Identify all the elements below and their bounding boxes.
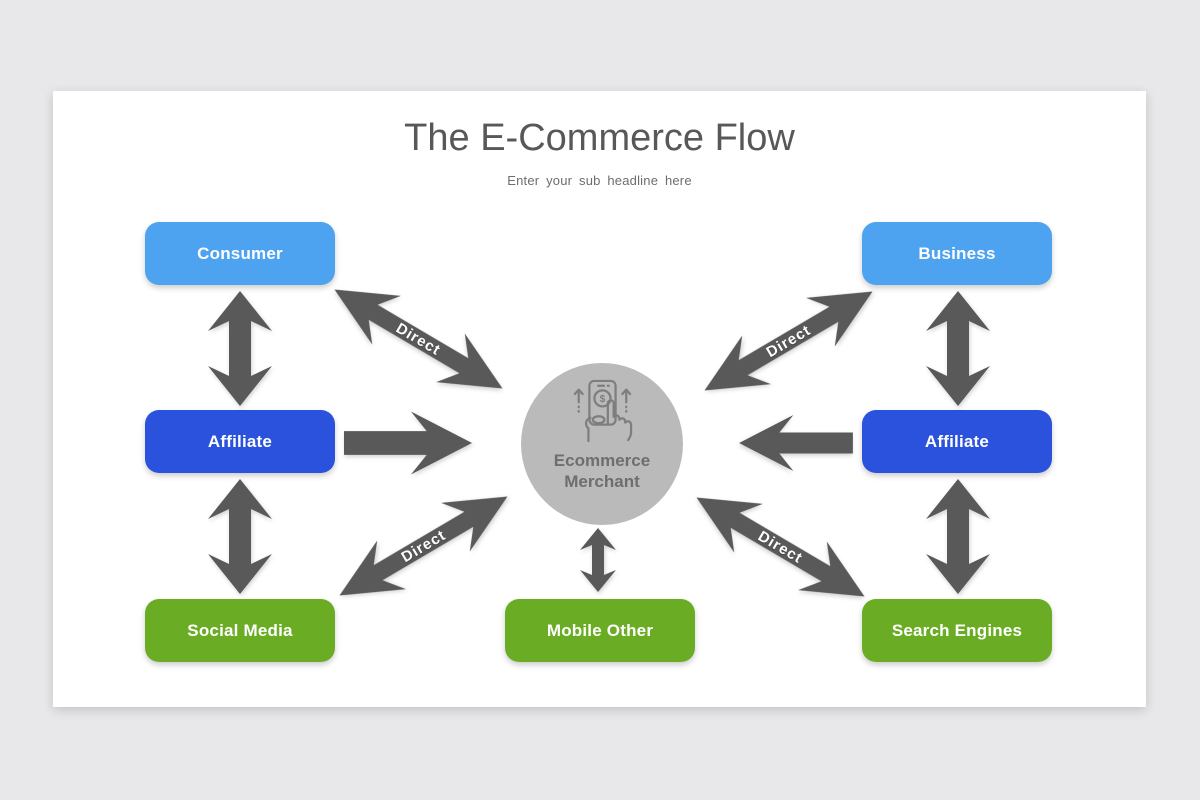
- node-search-engines: Search Engines: [862, 599, 1052, 662]
- node-affiliate-left-label: Affiliate: [207, 431, 273, 451]
- node-business-label: Business: [918, 243, 996, 263]
- node-affiliate-left: Affiliate: [145, 410, 335, 473]
- hand-phone-dollar-icon: $: [564, 379, 640, 448]
- node-social-media-label: Social Media: [187, 620, 293, 640]
- node-business: Business: [862, 222, 1052, 285]
- node-consumer-label: Consumer: [197, 243, 283, 263]
- double-arrow-business-affiliate: [926, 291, 990, 406]
- node-search-engines-label: Search Engines: [891, 620, 1023, 640]
- node-mobile-other: Mobile Other: [505, 599, 695, 662]
- node-affiliate-right: Affiliate: [862, 410, 1052, 473]
- node-social-media: Social Media: [145, 599, 335, 662]
- direct-arrow-searchengines-merchant: Direct: [682, 473, 879, 622]
- node-consumer: Consumer: [145, 222, 335, 285]
- page-title: The E-Commerce Flow: [404, 117, 795, 159]
- direct-arrow-business-merchant: Direct: [690, 267, 887, 416]
- node-affiliate-right-label: Affiliate: [924, 431, 990, 451]
- direct-arrow-socialmedia-merchant: Direct: [325, 472, 522, 621]
- node-ecommerce-merchant-label: Ecommerce Merchant: [553, 451, 651, 491]
- page-subtitle: Enter your sub headline here: [507, 173, 692, 188]
- direct-arrow-consumer-merchant: Direct: [320, 265, 517, 414]
- double-arrow-merchant-mobileother: [580, 528, 616, 592]
- dollar-icon: $: [600, 394, 606, 405]
- node-mobile-other-label: Mobile Other: [546, 620, 654, 640]
- single-arrow-affiliateright-merchant: [733, 415, 859, 471]
- slide-card: The E-Commerce Flow Enter your sub headl…: [53, 91, 1146, 707]
- double-arrow-affiliate-socialmedia: [208, 479, 272, 594]
- single-arrow-affiliateleft-merchant: [344, 411, 472, 475]
- node-ecommerce-merchant: $ Ecommerce Merchant: [521, 363, 683, 525]
- double-arrow-consumer-affiliate: [208, 291, 272, 406]
- double-arrow-affiliate-searchengines: [926, 479, 990, 594]
